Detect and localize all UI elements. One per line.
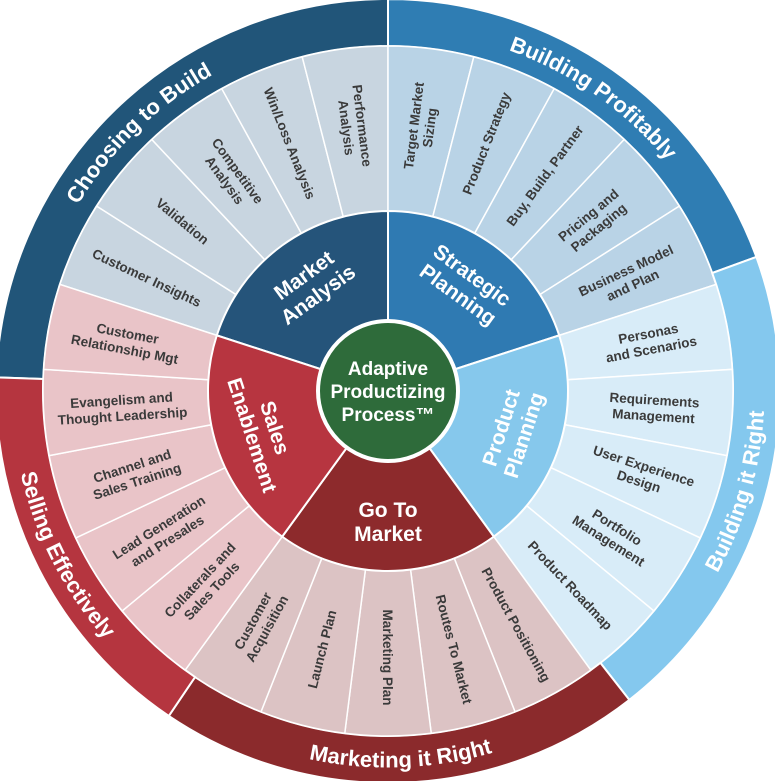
item-label-line: Requirements: [609, 390, 700, 411]
center-label-line: Process™: [342, 405, 435, 426]
sector-product-planning: Personasand ScenariosRequirementsManagem…: [427, 255, 775, 702]
item-label-line: Marketing Plan: [380, 609, 395, 705]
item-label-line: Evangelism and: [70, 390, 174, 411]
item-label-line: Analysis: [335, 99, 357, 156]
item-label-line: Sizing: [420, 107, 440, 148]
center-label-line: Adaptive: [348, 359, 428, 380]
segment-label-line: Go To: [358, 499, 417, 522]
center-label-line: Productizing: [330, 382, 445, 403]
item-label-line: Management: [612, 406, 696, 426]
item-label: RequirementsManagement: [608, 390, 700, 427]
center-circle: [316, 319, 460, 463]
item-label: Marketing Plan: [380, 609, 395, 705]
segment-label-line: Market: [354, 523, 422, 546]
